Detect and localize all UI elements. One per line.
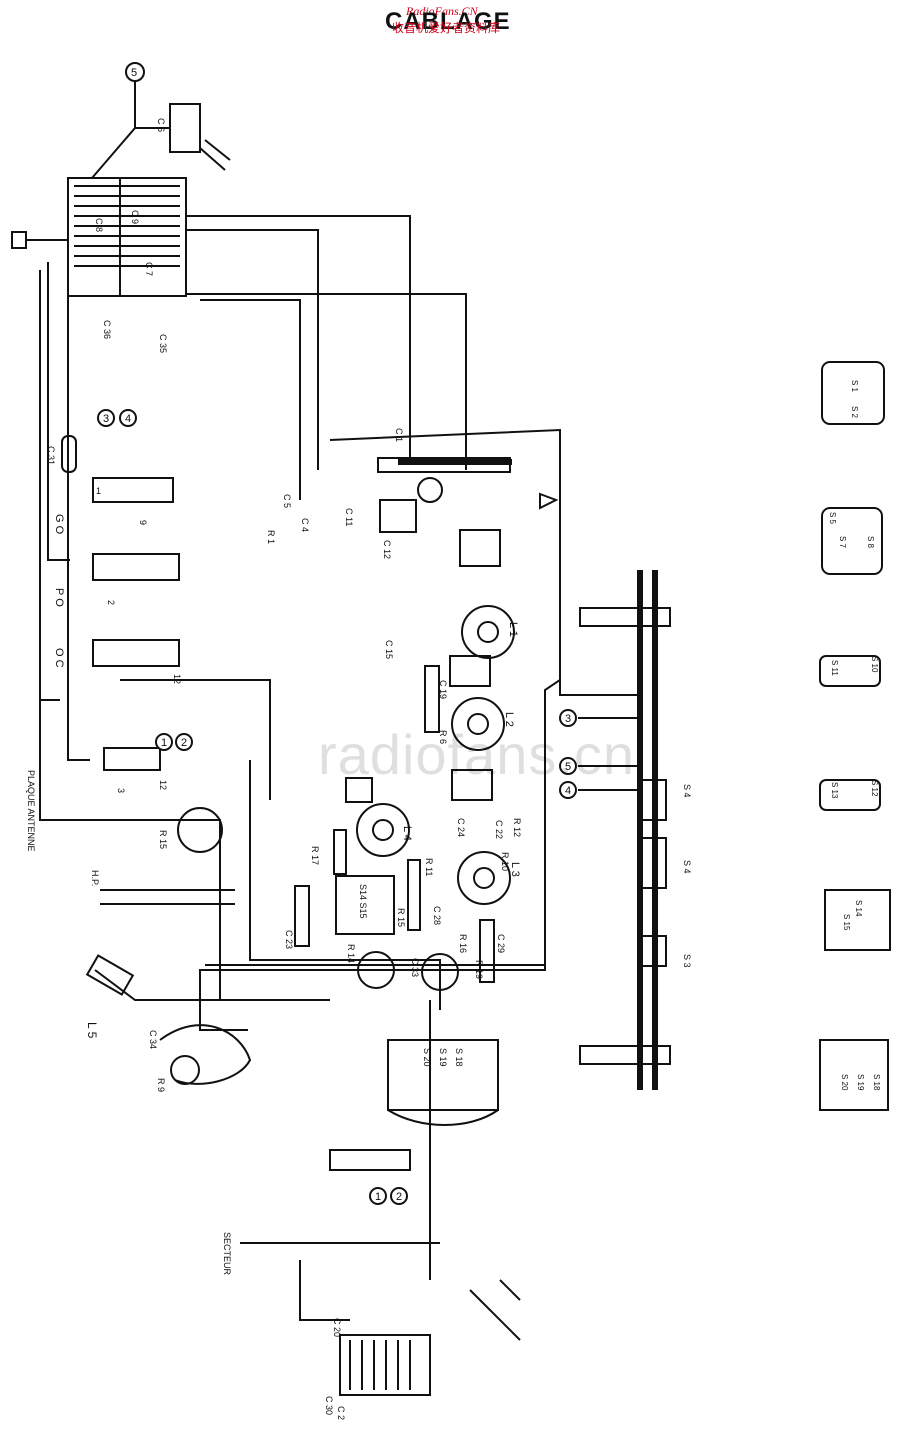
l3-label: L 3 (509, 862, 521, 877)
switch-terminal: 9 (138, 520, 148, 525)
s4-label: S 4 (682, 784, 692, 798)
r12-label: R 12 (512, 818, 522, 837)
r16-label: R 16 (458, 934, 468, 953)
l4-label: L 4 (401, 826, 413, 841)
center-watermark: radiofans.cn (318, 723, 636, 786)
r19-label: R 19 (474, 960, 484, 979)
coil-label: S 10 (870, 656, 879, 673)
coil-label: S 12 (870, 780, 879, 797)
coil-label: S 1 (850, 380, 859, 393)
circle-label: 4 (125, 413, 131, 425)
switch-terminal: 12 (172, 674, 182, 684)
coil-label: S 15 (842, 914, 851, 931)
coil-label: S 7 (838, 536, 847, 549)
circle-label: 5 (131, 67, 137, 79)
c4-label: C 4 (300, 518, 310, 532)
c11-label: C 11 (344, 508, 354, 526)
r10-label: R 10 (500, 852, 510, 871)
s19-label: S 19 (438, 1048, 448, 1067)
s4-label: S 4 (682, 860, 692, 874)
r9-label: R 9 (156, 1078, 166, 1092)
c35-label: C 35 (158, 334, 168, 353)
coil-label: S 5 (828, 512, 837, 525)
s3-label: S 3 (682, 954, 692, 968)
c6-label: C 6 (156, 118, 166, 132)
coil-label: S 13 (830, 782, 839, 799)
coil-label: S 11 (830, 660, 839, 676)
coil-label: S 19 (856, 1074, 865, 1091)
hp-label: H.P. (90, 870, 100, 886)
c30-label: C 30 (324, 1396, 334, 1415)
switch-terminal: 3 (116, 788, 126, 793)
c24-label: C 24 (456, 818, 466, 837)
c20-label: C 20 (332, 1318, 342, 1337)
r1-label: R 1 (266, 530, 276, 544)
plaque-antenne-label: PLAQUE ANTENNE (26, 770, 36, 852)
r11-label: R 11 (424, 858, 434, 876)
tuning-capacitor (67, 177, 187, 297)
circle-label: 2 (396, 1191, 402, 1203)
oc-label: O C (53, 648, 65, 668)
r6-label: R 6 (438, 730, 448, 744)
c34-label: C 34 (148, 1030, 158, 1049)
r17-label: R 17 (310, 846, 320, 865)
circle-label: 3 (103, 413, 109, 425)
circle-label: 2 (181, 737, 187, 749)
l1-label: L 1 (507, 622, 519, 637)
r14-label: R 14 (346, 944, 356, 963)
watermark-site-cn: 收音机爱好者资料库 (392, 21, 501, 35)
switch-terminal: 2 (106, 600, 116, 605)
watermark-site: RadioFans.CN (406, 4, 478, 18)
l5-label: L 5 (85, 1022, 99, 1039)
coil-label: S 2 (850, 406, 859, 419)
c8-label: C 8 (94, 218, 104, 232)
c9-label: C 9 (130, 210, 140, 224)
circle-label: 5 (565, 761, 571, 773)
c36-label: C 36 (102, 320, 112, 339)
terminal-marker-top (125, 62, 145, 82)
circle-label: 1 (375, 1191, 381, 1203)
c23-label: C 23 (284, 930, 294, 949)
coil-label: S 18 (872, 1074, 881, 1091)
coil-label: S 8 (866, 536, 875, 549)
coil-label: S 14 (854, 900, 863, 917)
c22-label: C 22 (494, 820, 504, 839)
c19-label: C 19 (438, 680, 448, 699)
po-label: P O (53, 588, 65, 607)
circle-label: 1 (161, 737, 167, 749)
c2-label: C 2 (336, 1406, 346, 1420)
coil-label: S 20 (840, 1074, 849, 1091)
s14-s15-label: S14 S15 (358, 884, 368, 919)
c29-label: C 29 (496, 934, 506, 953)
circle-label: 4 (565, 785, 571, 797)
c5-label: C 5 (282, 494, 292, 508)
c31-label: C 31 (46, 446, 56, 465)
l2-label: L 2 (503, 712, 515, 727)
switch-terminal: 1 (96, 486, 101, 496)
c7-label: C 7 (144, 262, 154, 276)
s20-label: S 20 (422, 1048, 432, 1067)
c28-label: C 28 (432, 906, 442, 925)
go-label: G O (53, 514, 65, 535)
c33-label: C 33 (410, 958, 420, 977)
c15-label: C 15 (384, 640, 394, 659)
circle-label: 3 (565, 713, 571, 725)
r15-label: R 15 (396, 908, 406, 927)
secteur-label: SECTEUR (222, 1232, 232, 1276)
c1-label: C 1 (394, 428, 404, 442)
page-title: CABLAGE (385, 8, 511, 35)
r15-label: R 15 (158, 830, 168, 849)
s18-label: S 18 (454, 1048, 464, 1067)
c12-label: C 12 (382, 540, 392, 559)
switch-terminal: 12 (158, 780, 168, 790)
